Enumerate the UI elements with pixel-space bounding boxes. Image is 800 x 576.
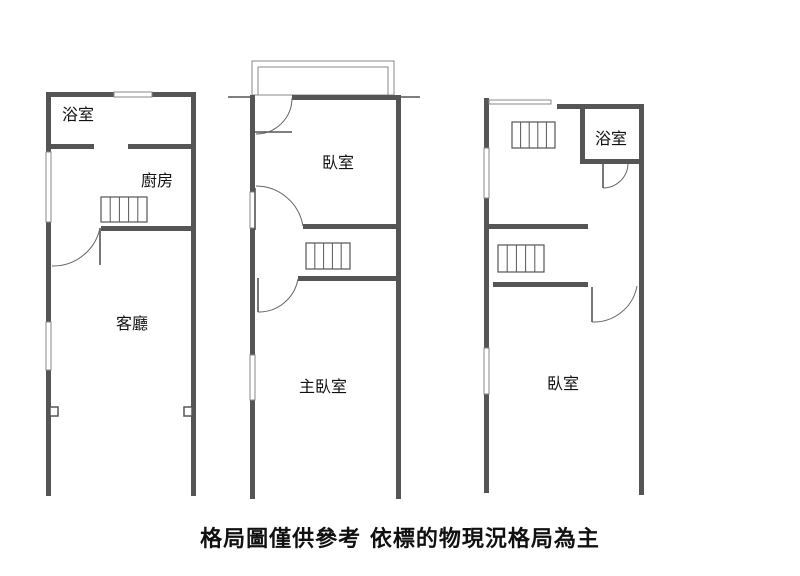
floor-1-post-right	[183, 406, 193, 417]
floor-3-stairs-upper	[511, 121, 556, 149]
floor-3-left-window-1	[483, 147, 490, 199]
floor-3-plan	[483, 98, 644, 495]
floor-1-left-wall	[46, 92, 51, 496]
floor-2-right-wall	[396, 95, 401, 499]
floor-2-left-window-2	[249, 354, 256, 401]
floor-3-mid-wall	[488, 224, 588, 229]
disclaimer-caption: 格局圖僅供參考 依標的物現況格局為主	[200, 527, 600, 552]
floor-1-top-window	[113, 91, 153, 98]
floor-2-bedroom-label: 臥室	[322, 153, 354, 172]
stair-outline	[497, 244, 545, 273]
stair-outline	[305, 242, 351, 270]
floor-2-master-door-arc	[257, 278, 299, 313]
floor-3-bath-door-arc	[602, 163, 629, 189]
stair-outline	[511, 121, 556, 149]
floor-2-balcony-inner	[257, 66, 389, 96]
floor-1-bath-wall	[46, 144, 94, 149]
floor-1-left-window-1	[45, 151, 52, 223]
floor-1-bathroom-label: 浴室	[62, 105, 94, 124]
floor-3-right-wall	[639, 104, 644, 495]
floor-2-master-bedroom-label: 主臥室	[299, 377, 347, 396]
floor-2-bedroom-bottom-wall	[303, 224, 401, 229]
floor-1-top-wall-right	[152, 92, 196, 97]
floor-1-living-room-label: 客廳	[116, 314, 148, 333]
floor-2-balcony-door-arc	[255, 97, 293, 135]
floor-3-stair-bottom-wall	[493, 282, 588, 287]
floor-1-plan	[45, 91, 196, 496]
floor-3-left-window-2	[483, 347, 490, 395]
floor-3-bedroom-door-arc	[591, 285, 638, 323]
floor-3-top-window	[488, 99, 552, 105]
floor-1-top-wall-left	[46, 92, 114, 97]
floor-1-kitchen-top-wall	[128, 144, 196, 149]
floor-2-stair-bottom-wall	[298, 276, 401, 281]
floor-1-post-left	[49, 406, 59, 417]
floor-2-plan	[228, 60, 420, 499]
floor-2-left-wall	[250, 95, 255, 499]
floor-3-top-wall	[557, 104, 644, 109]
floor-3-left-wall	[484, 98, 489, 493]
floor-3-stairs-lower	[497, 244, 545, 273]
stair-outline	[100, 196, 148, 223]
floor-1-kitchen-bottom-wall	[101, 226, 196, 231]
floor-1-kitchen-label: 廚房	[141, 171, 173, 190]
floor-1-stairs	[100, 196, 148, 223]
floor-3-bath-left-wall	[580, 104, 585, 164]
floor-2-stairs	[305, 242, 351, 270]
floor-2-bedroom-door-arc	[255, 185, 304, 227]
floor-3-bath-bottom-wall	[580, 159, 644, 164]
floor-2-top-wall	[292, 95, 401, 100]
floor-3-bathroom-label: 浴室	[595, 129, 627, 148]
floor-1-right-wall	[191, 92, 196, 496]
floor-3-bedroom-label: 臥室	[547, 374, 579, 393]
floor-1-door-arc	[51, 227, 101, 267]
floor-1-left-window-2	[45, 321, 52, 371]
